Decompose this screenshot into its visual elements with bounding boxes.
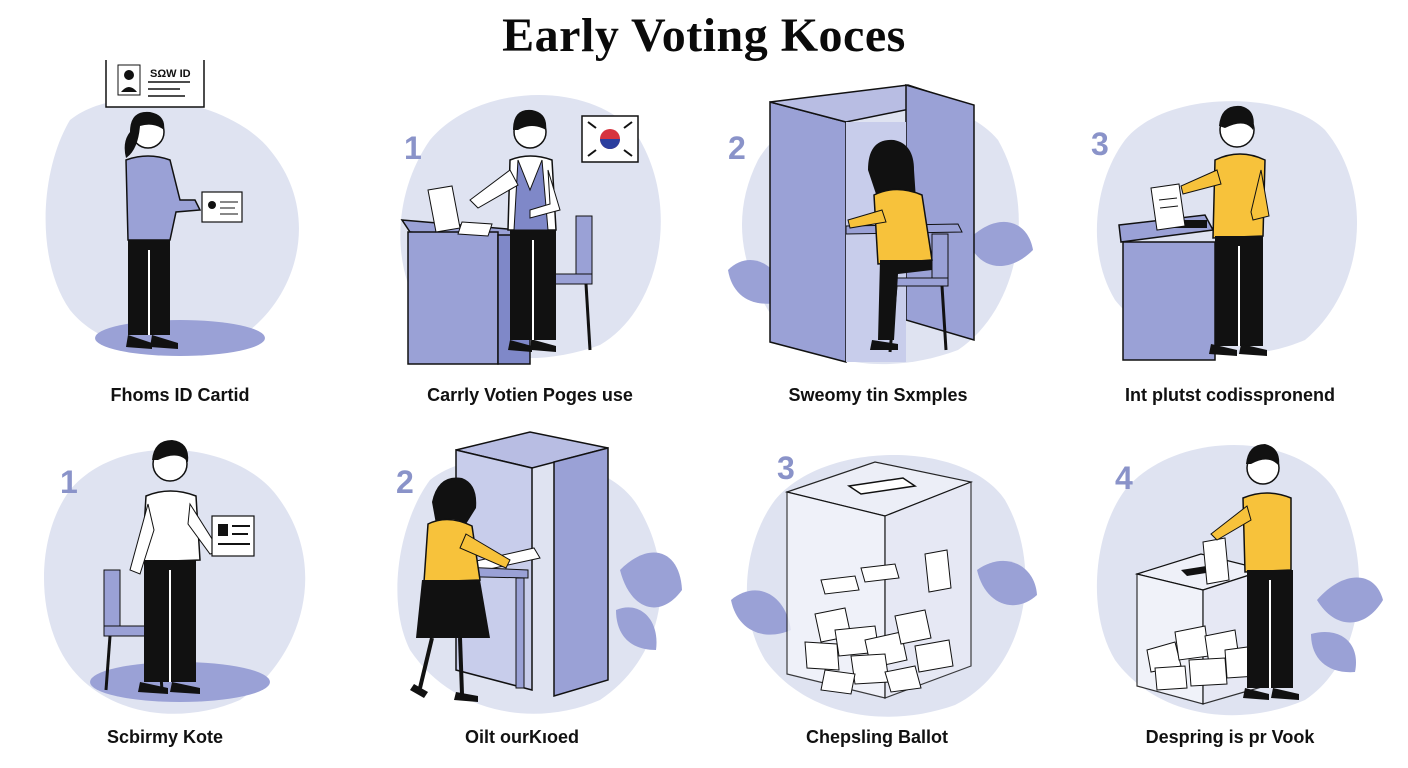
step-number: 2 bbox=[728, 130, 746, 166]
booth-illustration bbox=[728, 83, 1033, 365]
step-number: 3 bbox=[777, 450, 795, 486]
step-number: 2 bbox=[396, 464, 414, 500]
step-number: 1 bbox=[60, 464, 78, 500]
caption-7: Chepsling Ballot bbox=[805, 727, 948, 747]
ballot-cast-illustration bbox=[1096, 444, 1383, 716]
caption-2: Carrly Votien Poges use bbox=[427, 385, 633, 405]
panel-step-2-bottom: 2 Oilt ourKıoed bbox=[380, 420, 690, 760]
caption-4: Int plutst codisspronend bbox=[1125, 385, 1335, 405]
step-number: 1 bbox=[404, 130, 422, 166]
panel-step-3-top: 3 Int plutst codisspronend bbox=[1085, 60, 1385, 405]
caption-6: Oilt ourKıoed bbox=[465, 727, 579, 747]
caption-8: Despring is pr Vook bbox=[1145, 727, 1315, 747]
booth-writing-illustration bbox=[397, 431, 682, 714]
caption-5: Scbirmy Kote bbox=[106, 727, 224, 747]
caption-1: Fhoms ID Cartid bbox=[110, 385, 250, 405]
ballot-box-illustration bbox=[731, 455, 1037, 717]
id-card-illustration bbox=[45, 60, 299, 356]
id-show-illustration bbox=[43, 440, 306, 714]
panel-step-1-top: 1 Carrly Votien Poges use bbox=[380, 60, 680, 405]
ballot-desk-illustration bbox=[1096, 101, 1358, 361]
page-title: Early Voting Koces bbox=[502, 9, 906, 62]
panel-step-1-bottom: 1 Scbirmy Kote bbox=[30, 420, 330, 760]
id-card-text: SΩW ID bbox=[150, 68, 191, 80]
panel-id-card: SΩW ID Fhoms ID Cartid bbox=[30, 60, 330, 405]
step-number: 4 bbox=[1115, 460, 1133, 496]
desk-illustration bbox=[400, 95, 661, 365]
step-number: 3 bbox=[1091, 126, 1109, 162]
panel-step-4-bottom: 4 Despring is pr Vook bbox=[1085, 420, 1395, 760]
panel-step-3-bottom: 3 Chepsling Ballot bbox=[725, 420, 1045, 760]
caption-3: Sweomy tin Sxmples bbox=[788, 385, 968, 405]
panel-step-2-top: 2 Sweomy tin Sxmples bbox=[718, 60, 1038, 405]
